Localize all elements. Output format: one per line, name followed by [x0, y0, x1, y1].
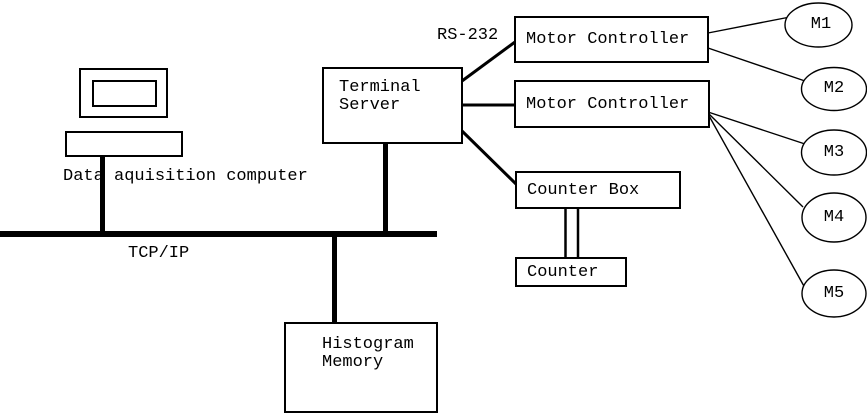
mc2-m4-connector	[707, 112, 804, 208]
motor-m5-label: M5	[823, 284, 845, 303]
rs232-label: RS-232	[437, 26, 499, 45]
histogram-memory-label-line1: Histogram	[322, 335, 414, 354]
motor-controller-1-label: Motor Controller	[526, 30, 690, 49]
motor-m1-label: M1	[810, 15, 832, 34]
motor-controller-2-box: Motor Controller	[514, 80, 710, 128]
ts-counterbox-connector	[460, 129, 518, 186]
terminal-server-box: Terminal Server	[322, 67, 463, 144]
computer-caption: Data aquisition computer	[63, 167, 308, 186]
motor-controller-1-box: Motor Controller	[514, 16, 709, 63]
mc1-m1-connector	[707, 16, 791, 34]
mc2-m5-connector	[707, 113, 806, 289]
mc1-m2-connector	[707, 47, 806, 82]
monitor-screen-icon	[92, 80, 157, 107]
histogram-memory-label-line2: Memory	[322, 353, 384, 372]
counter-label: Counter	[527, 262, 599, 282]
motor-m3-label: M3	[823, 143, 845, 162]
motor-m4-label: M4	[823, 208, 845, 227]
terminal-server-label-line2: Server	[339, 96, 401, 115]
counter-box-box: Counter Box	[515, 171, 681, 209]
tcpip-label: TCP/IP	[128, 244, 190, 263]
terminal-server-label-line1: Terminal	[339, 78, 421, 97]
counter-box-label: Counter Box	[527, 180, 640, 200]
mc2-m3-connector	[707, 111, 806, 145]
ts-mc1-connector	[461, 40, 516, 83]
motor-m2-label: M2	[823, 79, 845, 98]
motor-m5-ellipse	[801, 269, 867, 318]
motor-m1-ellipse	[784, 2, 853, 48]
histogram-memory-box: Histogram Memory	[284, 322, 438, 413]
counter-box: Counter	[515, 257, 627, 287]
motor-controller-2-label: Motor Controller	[526, 94, 690, 114]
motor-m4-ellipse	[801, 192, 867, 243]
keyboard-icon	[65, 131, 183, 157]
